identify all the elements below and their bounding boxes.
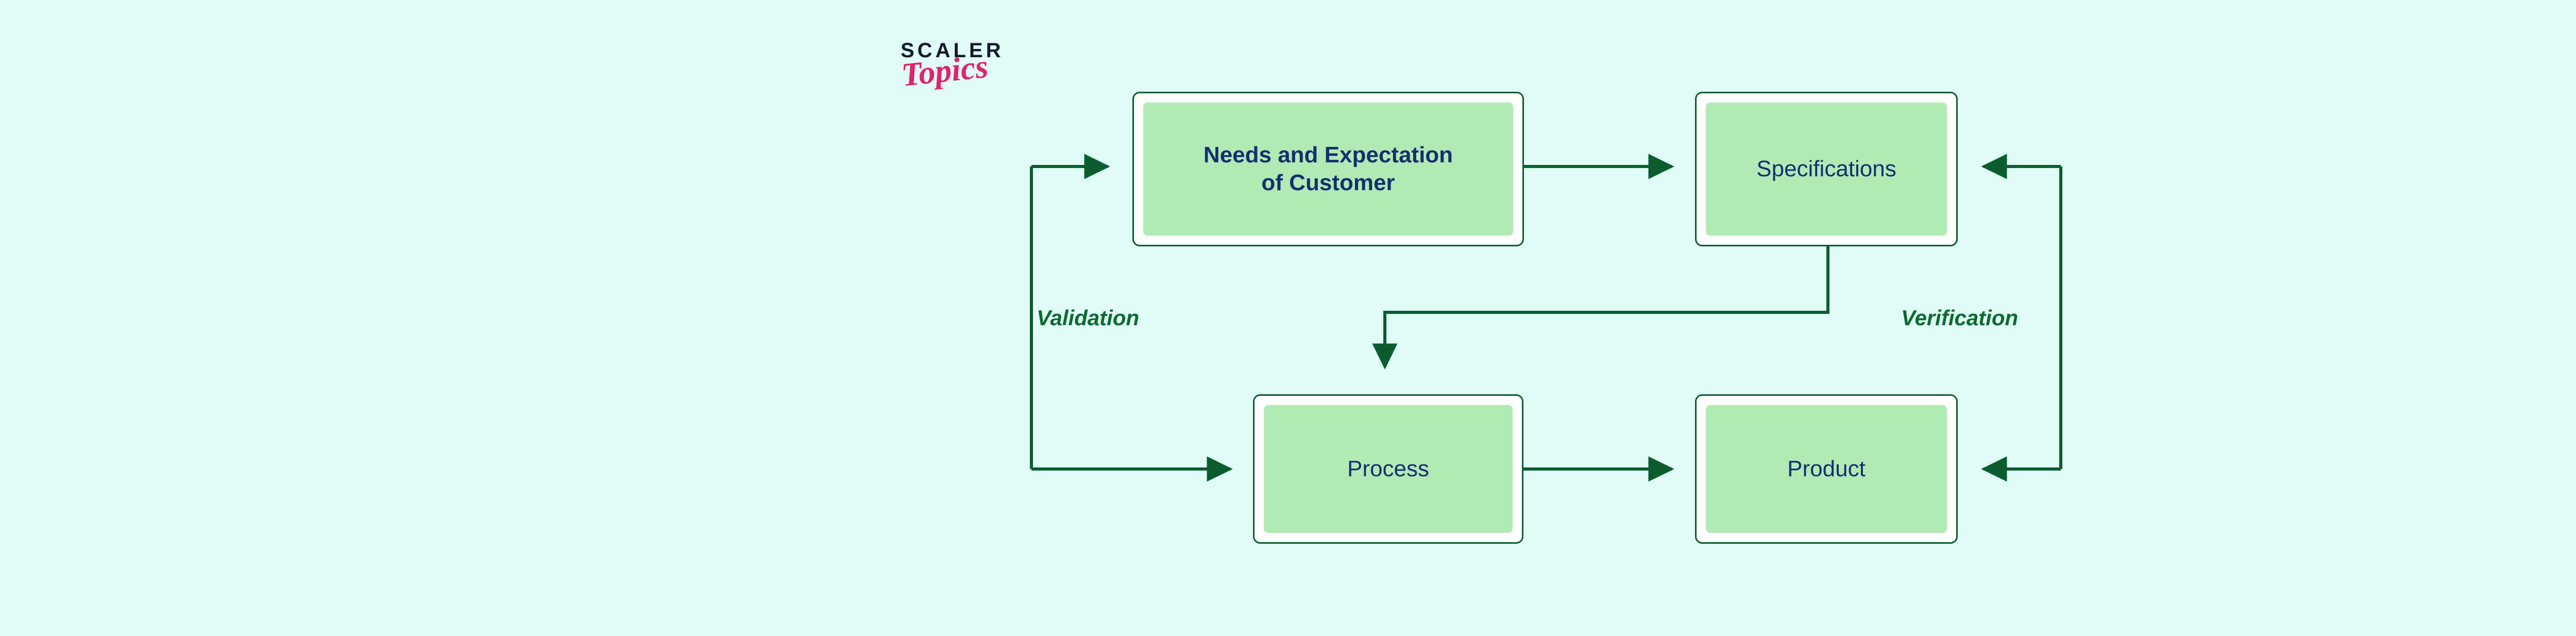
node-specifications-label: Specifications [1756,156,1896,182]
node-product[interactable]: Product [1695,394,1958,544]
connector-specifications-to-process [1372,246,1829,370]
node-needs-fill: Needs and Expectation of Customer [1143,103,1513,236]
logo-scaler-text: SCALER [901,39,1004,62]
node-product-fill: Product [1706,405,1947,533]
node-process-label: Process [1347,456,1429,482]
node-product-label: Product [1787,456,1866,482]
node-needs-label: Needs and Expectation of Customer [1203,142,1453,195]
node-process-fill: Process [1264,405,1513,533]
node-specifications[interactable]: Specifications [1695,92,1958,246]
node-specifications-fill: Specifications [1706,103,1947,236]
caption-validation: Validation [1037,306,1140,330]
node-needs-and-expectation-of-customer[interactable]: Needs and Expectation of Customer [1132,92,1524,246]
scaler-topics-logo: SCALER Topics [900,39,1055,123]
caption-verification: Verification [1901,306,2019,330]
node-process[interactable]: Process [1253,394,1523,544]
